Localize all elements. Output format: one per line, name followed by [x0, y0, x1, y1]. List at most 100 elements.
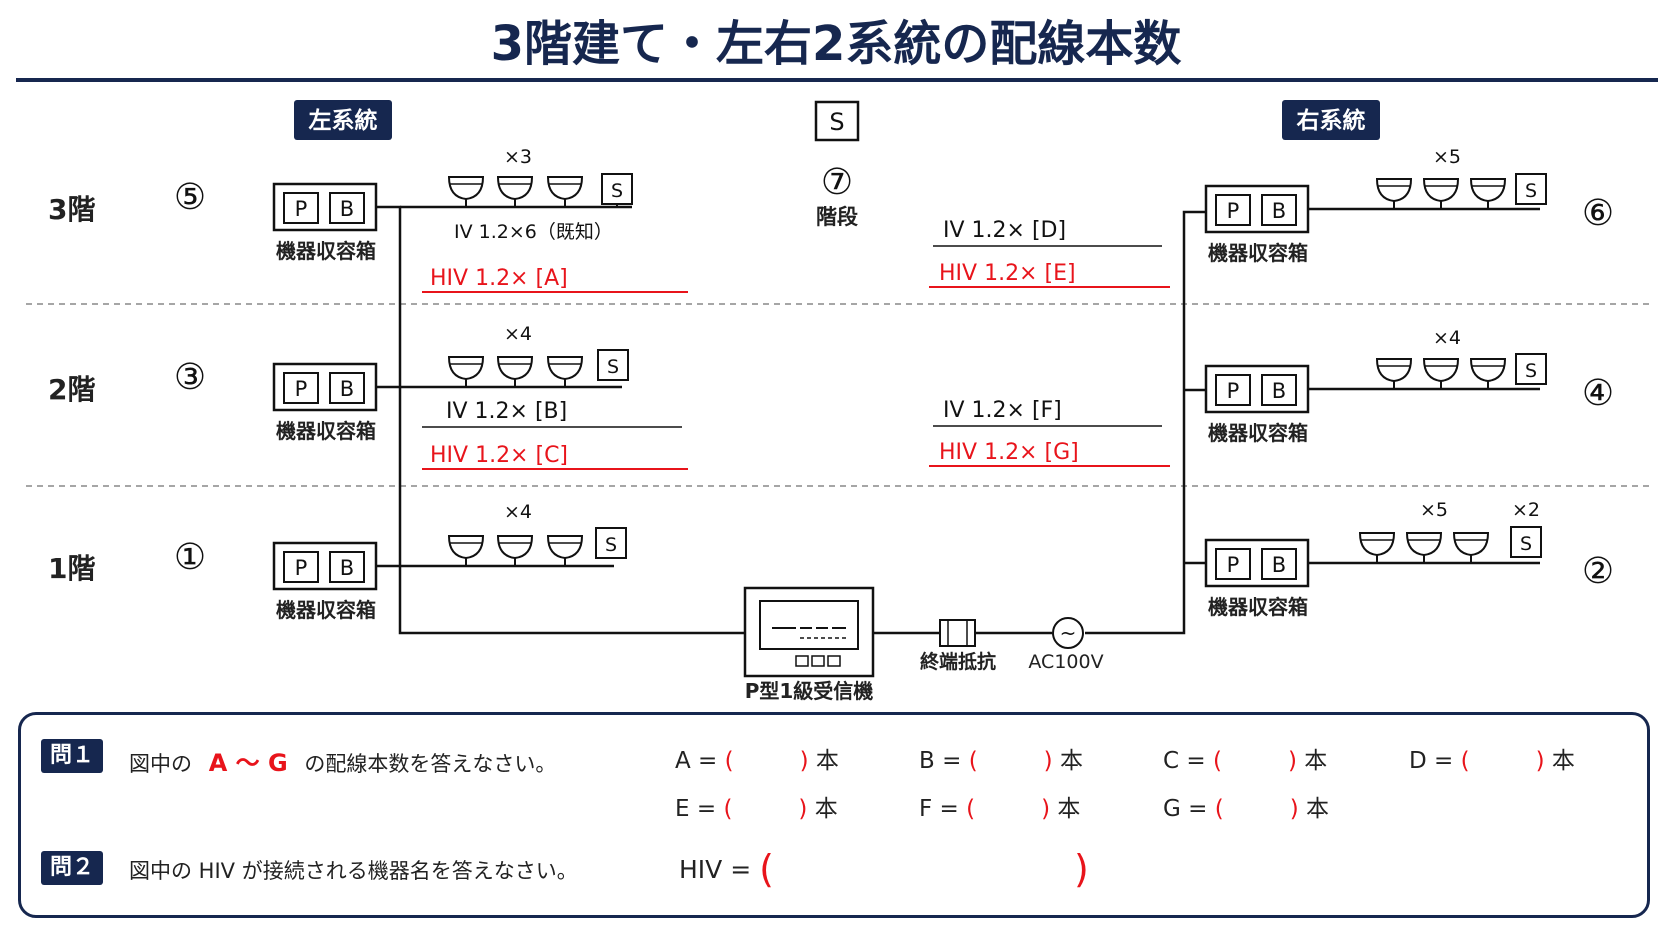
pb-label: 機器収容箱 [276, 239, 376, 263]
wire-left-2f-iv: IV 1.2× [B] [446, 399, 567, 424]
lights-right-3f [1376, 178, 1506, 210]
q1-text-pre: 図中の [129, 752, 192, 776]
answer-g[interactable]: G = () 本 [1163, 796, 1329, 822]
pb-label: 機器収容箱 [276, 419, 376, 443]
receiver-unit [743, 586, 875, 678]
right-system-label: 右系統 [1297, 107, 1366, 134]
switch-left-2f: S [597, 349, 629, 381]
pb-box-left-3f: P B 機器収容箱 [272, 182, 378, 263]
pb-box-left-1f: P B 機器収容箱 [272, 541, 378, 622]
count-left-1f: ×4 [504, 501, 532, 523]
count-left-3f: ×3 [504, 146, 532, 168]
node-5: ⑤ [174, 177, 206, 218]
floor-label-3: 3階 [48, 193, 95, 226]
count-right-2f: ×4 [1433, 327, 1461, 349]
stair-switch-box [814, 100, 860, 142]
svg-text:P: P [295, 556, 308, 580]
terminal-resistor [939, 619, 976, 647]
page-title: 3階建て・左右2系統の配線本数 [491, 16, 1182, 72]
node-1: ① [174, 537, 206, 578]
pb-box-right-3f: P B 機器収容箱 [1204, 184, 1310, 265]
pb-label: 機器収容箱 [1208, 595, 1308, 619]
left-system-label: 左系統 [309, 107, 378, 134]
node-2: ② [1582, 551, 1614, 592]
switch-right-1f: S [1510, 526, 1542, 558]
svg-text:B: B [340, 197, 354, 221]
receiver-label: P型1級受信機 [745, 679, 874, 703]
answer-e[interactable]: E = () 本 [675, 796, 838, 822]
svg-text:S: S [605, 534, 617, 556]
q1-text-post: の配線本数を答えなさい。 [304, 752, 557, 776]
answer-b[interactable]: B = () 本 [919, 748, 1083, 774]
switch-left-1f: S [595, 527, 627, 559]
count-right-3f: ×5 [1433, 146, 1461, 168]
floor-label-2: 2階 [48, 373, 95, 406]
wire-left-2f-hiv: HIV 1.2× [C] [430, 443, 568, 468]
node-7: ⑦ [821, 162, 853, 203]
svg-text:B: B [340, 556, 354, 580]
pb-box-left-2f: P B 機器収容箱 [272, 362, 378, 443]
question-panel: 問１ 図中の A 〜 G の配線本数を答えなさい。 A = () 本 B = (… [18, 712, 1650, 918]
svg-text:B: B [340, 377, 354, 401]
trunk-wiring [376, 205, 1540, 635]
floor-label-1: 1階 [48, 552, 95, 585]
lights-left-3f [448, 176, 583, 208]
svg-text:S: S [1525, 360, 1537, 382]
lights-right-2f [1376, 358, 1506, 390]
pb-label: 機器収容箱 [1208, 421, 1308, 445]
right-system-badge [1282, 100, 1380, 140]
count-right-1f: ×5 [1420, 499, 1448, 521]
node-3: ③ [174, 357, 206, 398]
wire-right-2f-iv: IV 1.2× [F] [943, 398, 1062, 423]
wire-right-3f-hiv: HIV 1.2× [E] [939, 261, 1076, 286]
wire-right-2f-hiv: HIV 1.2× [G] [939, 440, 1079, 465]
left-system-badge [294, 100, 392, 140]
count-right-1f-switch: ×2 [1512, 499, 1540, 521]
svg-text:P: P [1227, 199, 1240, 223]
svg-text:P: P [295, 377, 308, 401]
pb-box-right-1f: P B 機器収容箱 [1204, 538, 1310, 619]
pb-label: 機器収容箱 [276, 598, 376, 622]
svg-text:S: S [1525, 180, 1537, 202]
answer-c[interactable]: C = () 本 [1163, 748, 1328, 774]
ac-power-label: AC100V [1028, 651, 1103, 673]
ac-power-circle [1052, 617, 1084, 649]
svg-text:B: B [1272, 199, 1286, 223]
svg-text:B: B [1272, 553, 1286, 577]
switch-left-3f: S [601, 173, 633, 207]
q1-range: A 〜 G [208, 749, 288, 777]
answer-hiv[interactable]: HIV = () [679, 847, 1089, 891]
ac-power-symbol: ~ [1060, 621, 1077, 645]
switch-right-3f: S [1515, 173, 1547, 205]
answer-f[interactable]: F = () 本 [919, 796, 1081, 822]
svg-text:B: B [1272, 379, 1286, 403]
node-4: ④ [1582, 373, 1614, 414]
q2-text: 図中の HIV が接続される機器名を答えなさい。 [129, 859, 578, 883]
answer-d[interactable]: D = () 本 [1409, 748, 1575, 774]
svg-text:P: P [1227, 379, 1240, 403]
count-left-2f: ×4 [504, 323, 532, 345]
svg-text:S: S [1520, 533, 1532, 555]
wire-right-3f-iv: IV 1.2× [D] [943, 218, 1066, 243]
stair-switch-symbol: S [829, 108, 844, 136]
lights-right-1f [1359, 532, 1489, 564]
pb-box-right-2f: P B 機器収容箱 [1204, 364, 1310, 445]
q1-text: 図中の A 〜 G の配線本数を答えなさい。 [129, 743, 556, 778]
node-6: ⑥ [1582, 193, 1614, 234]
svg-text:P: P [1227, 553, 1240, 577]
switch-right-2f: S [1515, 353, 1547, 385]
wire-left-3f-iv: IV 1.2×6（既知） [454, 221, 613, 243]
answer-a[interactable]: A = () 本 [675, 748, 839, 774]
q1-tag: 問１ [41, 739, 103, 773]
svg-text:S: S [611, 180, 623, 202]
stair-label: 階段 [816, 205, 858, 229]
wire-left-3f-hiv: HIV 1.2× [A] [430, 266, 568, 291]
svg-text:P: P [295, 197, 308, 221]
terminal-resistor-label: 終端抵抗 [920, 650, 996, 673]
lights-left-1f [448, 535, 583, 567]
pb-label: 機器収容箱 [1208, 241, 1308, 265]
lights-left-2f [448, 356, 583, 388]
svg-text:S: S [607, 356, 619, 378]
